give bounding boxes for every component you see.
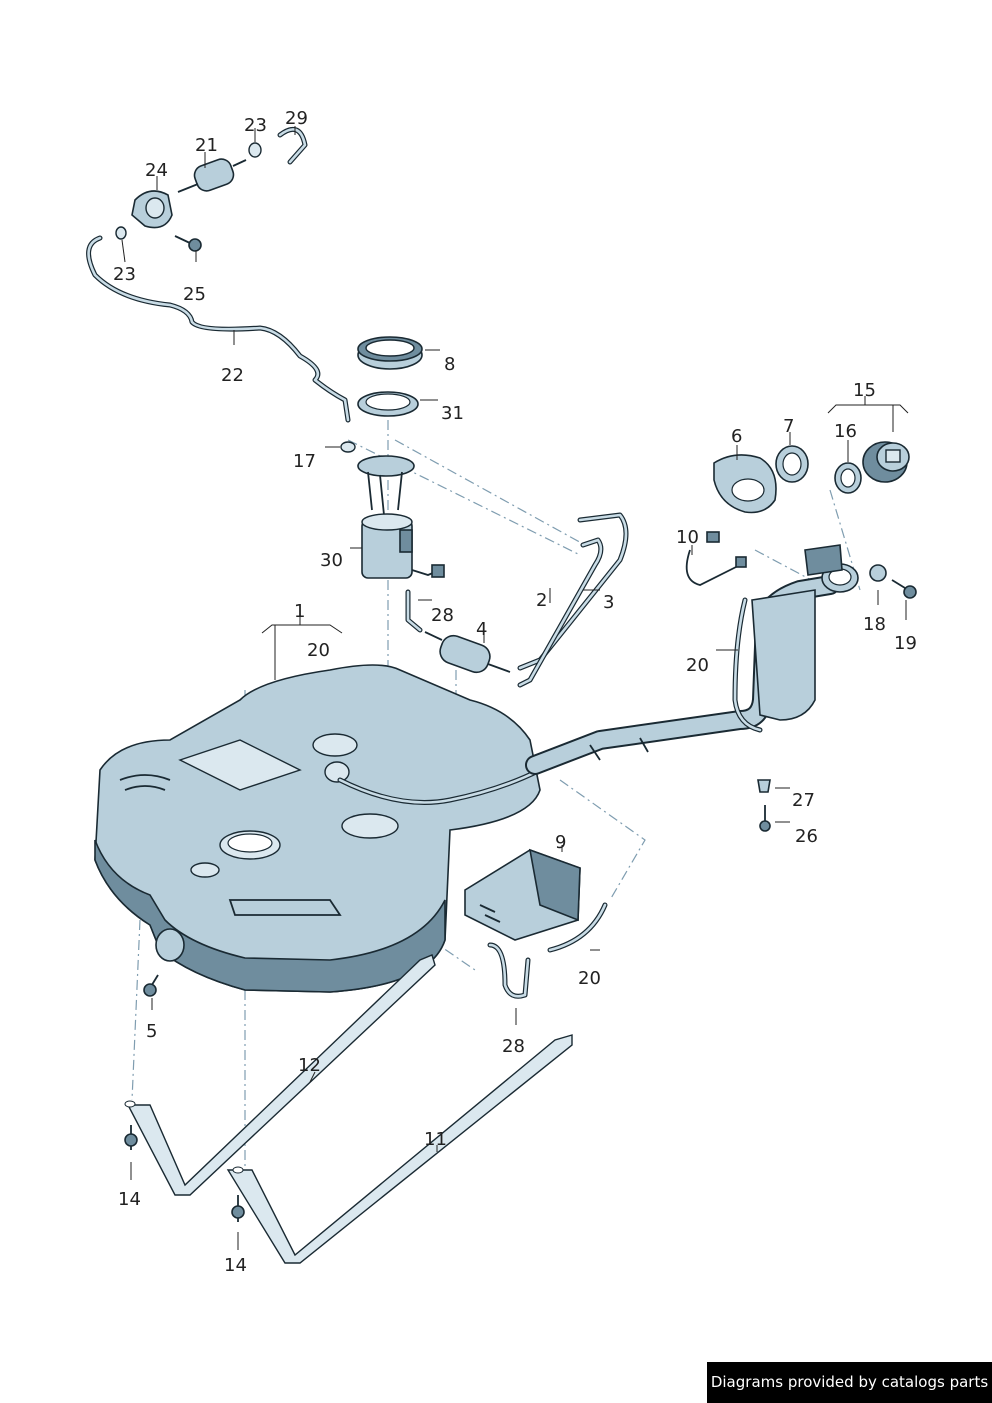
part-15-cap bbox=[862, 441, 910, 483]
part-17-clip bbox=[340, 441, 356, 453]
callout-12: 12 bbox=[298, 1055, 321, 1076]
part-10-wiring bbox=[685, 531, 747, 586]
part-31-seal bbox=[357, 391, 419, 417]
part-6-grommet bbox=[713, 454, 777, 514]
credit-badge: Diagrams provided by catalogs parts bbox=[707, 1362, 992, 1403]
part-14-bolt bbox=[124, 1125, 245, 1222]
callout-10: 10 bbox=[676, 527, 699, 548]
callout-labels: 1 2 3 4 5 6 7 8 9 10 11 12 14 14 15 16 1… bbox=[113, 108, 917, 1276]
callout-27: 27 bbox=[792, 790, 815, 811]
part-28-lower-hose bbox=[487, 942, 531, 999]
callout-20b: 20 bbox=[686, 655, 709, 676]
part-21-filter bbox=[177, 158, 247, 193]
callout-28b: 28 bbox=[502, 1036, 525, 1057]
callout-7: 7 bbox=[783, 416, 794, 437]
callout-21: 21 bbox=[195, 135, 218, 156]
part-28-elbow bbox=[405, 589, 423, 633]
part-24-bracket bbox=[131, 190, 173, 229]
callout-15: 15 bbox=[853, 380, 876, 401]
leader-lines bbox=[121, 126, 909, 1250]
callout-29: 29 bbox=[285, 108, 308, 129]
callout-22: 22 bbox=[221, 365, 244, 386]
part-20-vent-hose-right bbox=[732, 597, 763, 733]
part-4-fuel-filter bbox=[424, 631, 511, 674]
callout-1: 1 bbox=[294, 601, 305, 622]
part-20-canister-hose bbox=[547, 902, 608, 953]
callout-5: 5 bbox=[146, 1021, 157, 1042]
callout-14a: 14 bbox=[118, 1189, 141, 1210]
part-23-clamp bbox=[115, 142, 262, 240]
part-16-o-ring bbox=[834, 462, 862, 494]
callout-23b: 23 bbox=[113, 264, 136, 285]
callout-30: 30 bbox=[320, 550, 343, 571]
part-20-vent-hose-tank bbox=[337, 767, 543, 805]
part-26-screw bbox=[759, 805, 771, 832]
callout-17: 17 bbox=[293, 451, 316, 472]
callout-11: 11 bbox=[424, 1129, 447, 1150]
callout-31: 31 bbox=[441, 403, 464, 424]
callout-6: 6 bbox=[731, 426, 742, 447]
callout-26: 26 bbox=[795, 826, 818, 847]
part-9-canister bbox=[464, 848, 581, 941]
callout-20a: 20 bbox=[307, 640, 330, 661]
callout-2: 2 bbox=[536, 590, 547, 611]
callout-20c: 20 bbox=[578, 968, 601, 989]
part-5-bolt bbox=[143, 974, 159, 997]
callout-3: 3 bbox=[603, 592, 614, 613]
callout-19: 19 bbox=[894, 633, 917, 654]
part-1-fuel-tank bbox=[94, 664, 541, 993]
part-18-nut bbox=[869, 564, 887, 582]
part-8-locking-ring bbox=[357, 336, 423, 370]
part-12-strap bbox=[124, 954, 436, 1196]
part-27-clip bbox=[757, 779, 771, 793]
part-2-3-fuel-lines bbox=[517, 512, 629, 688]
callout-28a: 28 bbox=[431, 605, 454, 626]
part-11-strap bbox=[226, 1034, 573, 1264]
part-7-seal bbox=[775, 445, 809, 483]
callout-16: 16 bbox=[834, 421, 857, 442]
part-25-bolt bbox=[174, 235, 202, 252]
part-30-fuel-pump bbox=[357, 455, 445, 579]
callout-24: 24 bbox=[145, 160, 168, 181]
callout-18: 18 bbox=[863, 614, 886, 635]
part-29-elbow-hose bbox=[277, 126, 308, 165]
callout-14b: 14 bbox=[224, 1255, 247, 1276]
callout-25: 25 bbox=[183, 284, 206, 305]
part-19-bolt bbox=[891, 579, 917, 599]
callout-23a: 23 bbox=[244, 115, 267, 136]
callout-9: 9 bbox=[555, 832, 566, 853]
part-22-fuel-line bbox=[86, 235, 351, 423]
callout-4: 4 bbox=[476, 619, 487, 640]
callout-8: 8 bbox=[444, 354, 455, 375]
